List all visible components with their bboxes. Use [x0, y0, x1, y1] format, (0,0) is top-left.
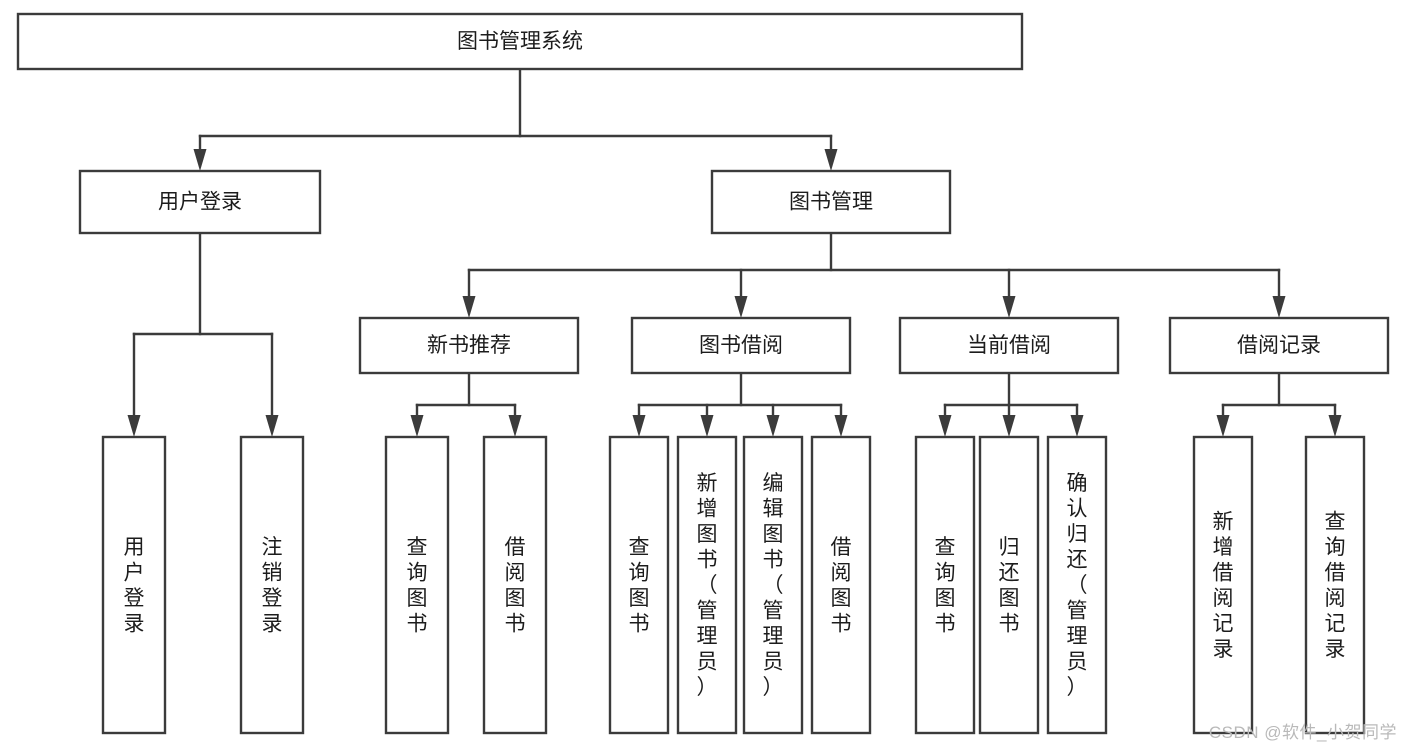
node-box [384, 435, 450, 735]
node-box [898, 316, 1120, 375]
node-label: 借阅记录 [1237, 334, 1321, 357]
arrow-current-return-book [1002, 415, 1016, 437]
arrow-current-borrow [1002, 296, 1016, 318]
nodes-layer: 图书管理系统用户登录图书管理用户登录注销登录新书推荐查询图书借阅图书图书借阅查询… [16, 12, 1390, 735]
node-box [482, 435, 548, 735]
node-user-login-do[interactable]: 用户登录 [101, 435, 167, 735]
node-box [358, 316, 580, 375]
node-box [630, 316, 852, 375]
node-label: 图书借阅 [699, 334, 783, 357]
node-record-add[interactable]: 新增借阅记录 [1192, 435, 1254, 735]
arrow-borrow-record [1272, 296, 1286, 318]
node-box [1192, 435, 1254, 735]
arrow-current-query-book [938, 415, 952, 437]
arrow-book-manage [824, 149, 838, 171]
node-root[interactable]: 图书管理系统 [16, 12, 1024, 71]
arrow-borrow-edit-book [766, 415, 780, 437]
node-label: 当前借阅 [967, 334, 1051, 357]
node-user-login[interactable]: 用户登录 [78, 169, 322, 235]
node-new-book-recommend[interactable]: 新书推荐 [358, 316, 580, 375]
node-label: 图书管理系统 [457, 30, 583, 53]
arrow-record-query [1328, 415, 1342, 437]
arrow-user-login-do [127, 415, 141, 437]
arrow-current-confirm-return [1070, 415, 1084, 437]
node-label: 新书推荐 [427, 334, 511, 357]
node-box [810, 435, 872, 735]
arrow-borrow-add-book [700, 415, 714, 437]
node-label: 新增借阅记录 [1213, 510, 1234, 661]
node-record-query[interactable]: 查询借阅记录 [1304, 435, 1366, 735]
node-user-logout[interactable]: 注销登录 [239, 435, 305, 735]
node-label: 确认归还（管理员） [1067, 472, 1088, 699]
node-box [1304, 435, 1366, 735]
node-box [101, 435, 167, 735]
arrow-recommend-borrow-book [508, 415, 522, 437]
node-borrow-add-book[interactable]: 新增图书（管理员） [676, 435, 738, 735]
node-current-query-book[interactable]: 查询图书 [914, 435, 976, 735]
node-label: 编辑图书（管理员） [763, 472, 784, 699]
node-box [1046, 435, 1108, 735]
node-borrow-edit-book[interactable]: 编辑图书（管理员） [742, 435, 804, 735]
node-label: 查询图书 [629, 536, 650, 636]
node-book-manage[interactable]: 图书管理 [710, 169, 952, 235]
node-label: 查询借阅记录 [1325, 510, 1346, 661]
node-box [16, 12, 1024, 71]
node-recommend-query-book[interactable]: 查询图书 [384, 435, 450, 735]
arrow-new-book-recommend [462, 296, 476, 318]
node-label: 图书管理 [789, 191, 873, 214]
arrow-recommend-query-book [410, 415, 424, 437]
node-label: 借阅图书 [505, 536, 526, 636]
node-borrow-record[interactable]: 借阅记录 [1168, 316, 1390, 375]
node-recommend-borrow-book[interactable]: 借阅图书 [482, 435, 548, 735]
node-box [676, 435, 738, 735]
node-box [78, 169, 322, 235]
node-borrow-borrow-book[interactable]: 借阅图书 [810, 435, 872, 735]
arrow-record-add [1216, 415, 1230, 437]
node-label: 用户登录 [158, 191, 242, 214]
node-current-confirm-return[interactable]: 确认归还（管理员） [1046, 435, 1108, 735]
node-box [978, 435, 1040, 735]
arrow-borrow-borrow-book [834, 415, 848, 437]
node-box [914, 435, 976, 735]
arrow-user-logout [265, 415, 279, 437]
node-label: 查询图书 [407, 536, 428, 636]
arrow-book-borrow [734, 296, 748, 318]
node-borrow-query-book[interactable]: 查询图书 [608, 435, 670, 735]
arrow-borrow-query-book [632, 415, 646, 437]
node-box [608, 435, 670, 735]
node-label: 归还图书 [999, 536, 1020, 636]
connectors-layer [127, 67, 1342, 437]
node-label: 借阅图书 [831, 536, 852, 636]
node-label: 查询图书 [935, 536, 956, 636]
node-label: 用户登录 [124, 536, 145, 636]
node-label: 注销登录 [262, 536, 283, 636]
node-box [710, 169, 952, 235]
arrow-user-login [193, 149, 207, 171]
csdn-watermark: CSDN @软件_小贺同学 [1208, 723, 1397, 742]
node-label: 新增图书（管理员） [697, 472, 718, 699]
node-current-return-book[interactable]: 归还图书 [978, 435, 1040, 735]
node-box [742, 435, 804, 735]
node-book-borrow[interactable]: 图书借阅 [630, 316, 852, 375]
node-box [1168, 316, 1390, 375]
node-current-borrow[interactable]: 当前借阅 [898, 316, 1120, 375]
node-box [239, 435, 305, 735]
